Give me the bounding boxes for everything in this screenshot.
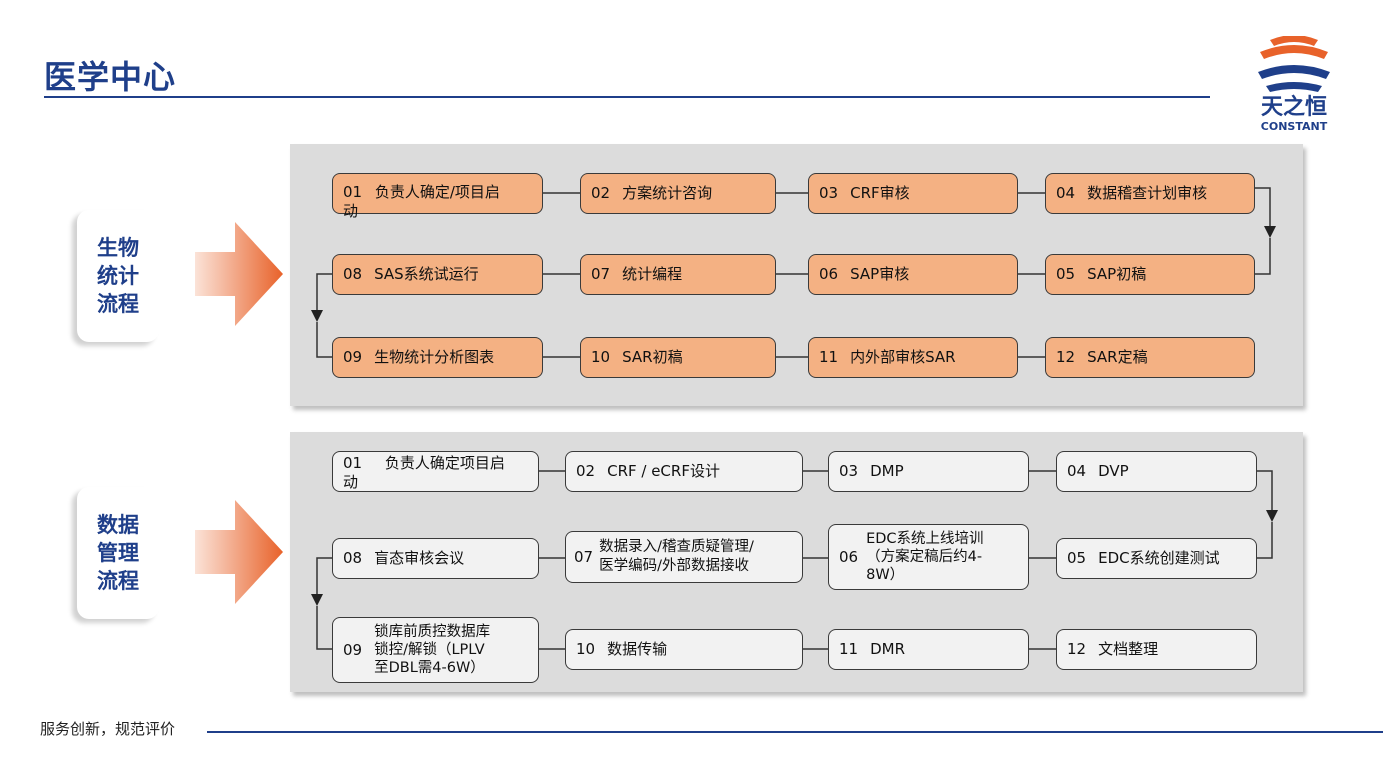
footer-slogan: 服务创新，规范评价	[40, 720, 176, 738]
logo-wordmark: 天之恒	[1260, 95, 1327, 120]
dm-step-04[interactable]: 04 DVP	[1056, 451, 1257, 492]
step-label: EDC系统上线培训 （方案定稿后约4- 8W）	[866, 531, 984, 583]
step-label: 负责人确定项目启 动	[343, 454, 505, 491]
step-number: 09	[343, 348, 363, 366]
biostat-step-10[interactable]: 10 SAR初稿	[580, 337, 776, 378]
step-number: 05	[1067, 549, 1087, 567]
step-label: 盲态审核会议	[374, 549, 465, 567]
step-number: 11	[819, 348, 839, 366]
biostat-arrow-icon	[195, 222, 283, 326]
data-mgmt-arrow-icon	[195, 500, 283, 604]
dm-step-08[interactable]: 08 盲态审核会议	[332, 538, 539, 579]
step-label: DVP	[1098, 462, 1129, 480]
step-label: SAP初稿	[1087, 265, 1147, 283]
step-label: 数据录入/稽查质疑管理/ 医学编码/外部数据接收	[599, 539, 754, 574]
step-number: 01	[343, 183, 363, 201]
step-number: 04	[1056, 184, 1076, 202]
data-mgmt-label: 数据 管理 流程	[97, 513, 139, 593]
biostat-step-12[interactable]: 12 SAR定稿	[1045, 337, 1255, 378]
step-label: 统计编程	[622, 265, 683, 283]
biostat-step-03[interactable]: 03 CRF审核	[808, 173, 1018, 214]
logo-subname: CONSTANT	[1260, 120, 1328, 133]
step-label: DMR	[870, 640, 906, 658]
step-label: 数据稽查计划审核	[1087, 184, 1208, 202]
step-label: 数据传输	[607, 640, 668, 658]
biostat-label: 生物 统计 流程	[97, 236, 139, 316]
biostat-step-08[interactable]: 08 SAS系统试运行	[332, 254, 543, 295]
step-number: 11	[839, 640, 859, 658]
step-number: 01	[343, 454, 363, 472]
dm-step-10[interactable]: 10 数据传输	[565, 629, 803, 670]
step-label: CRF审核	[850, 184, 910, 202]
step-number: 05	[1056, 265, 1076, 283]
step-number: 03	[819, 184, 839, 202]
dm-step-05[interactable]: 05 EDC系统创建测试	[1056, 538, 1257, 579]
dm-step-07[interactable]: 07 数据录入/稽查质疑管理/ 医学编码/外部数据接收	[565, 531, 803, 583]
step-label: EDC系统创建测试	[1098, 549, 1220, 567]
step-number: 07	[574, 547, 594, 566]
dm-step-01[interactable]: 01 负责人确定项目启 动	[332, 451, 539, 492]
step-label: 方案统计咨询	[622, 184, 713, 202]
step-number: 02	[591, 184, 611, 202]
step-label: CRF / eCRF设计	[607, 462, 720, 480]
step-number: 10	[591, 348, 611, 366]
step-label: SAP审核	[850, 265, 910, 283]
step-number: 12	[1067, 640, 1087, 658]
step-number: 09	[343, 640, 363, 659]
step-label: SAR定稿	[1087, 348, 1148, 366]
dm-step-06[interactable]: 06 EDC系统上线培训 （方案定稿后约4- 8W）	[828, 524, 1029, 590]
footer-divider	[207, 731, 1383, 733]
step-number: 12	[1056, 348, 1076, 366]
biostat-step-02[interactable]: 02 方案统计咨询	[580, 173, 776, 214]
step-number: 06	[819, 265, 839, 283]
step-label: SAS系统试运行	[374, 265, 479, 283]
biostat-step-01[interactable]: 01 负责人确定/项目启 动	[332, 173, 543, 220]
biostat-step-11[interactable]: 11 内外部审核SAR	[808, 337, 1018, 378]
biostat-step-09[interactable]: 09 生物统计分析图表	[332, 337, 543, 378]
step-number: 04	[1067, 462, 1087, 480]
step-number: 03	[839, 462, 859, 480]
biostat-step-04[interactable]: 04 数据稽查计划审核	[1045, 173, 1255, 214]
dm-step-02[interactable]: 02 CRF / eCRF设计	[565, 451, 803, 492]
step-label: 内外部审核SAR	[850, 348, 956, 366]
step-number: 10	[576, 640, 596, 658]
step-label: DMP	[870, 462, 904, 480]
step-label: 锁库前质控数据库 锁控/解锁（LPLV 至DBL需4-6W）	[374, 624, 491, 676]
title-divider	[44, 96, 1210, 98]
dm-step-12[interactable]: 12 文档整理	[1056, 629, 1257, 670]
dm-step-03[interactable]: 03 DMP	[828, 451, 1029, 492]
step-label: 负责人确定/项目启 动	[343, 183, 500, 220]
step-label: 文档整理	[1098, 640, 1159, 658]
step-number: 06	[839, 547, 859, 566]
biostat-label-card: 生物 统计 流程	[77, 210, 159, 342]
step-number: 07	[591, 265, 611, 283]
page-title: 医学中心	[44, 58, 177, 96]
biostat-step-07[interactable]: 07 统计编程	[580, 254, 776, 295]
company-logo: 天之恒 CONSTANT	[1252, 35, 1336, 136]
step-label: 生物统计分析图表	[374, 348, 495, 366]
step-number: 02	[576, 462, 596, 480]
biostat-step-05[interactable]: 05 SAP初稿	[1045, 254, 1255, 295]
biostat-step-06[interactable]: 06 SAP审核	[808, 254, 1018, 295]
step-number: 08	[343, 549, 363, 567]
step-number: 08	[343, 265, 363, 283]
dm-step-11[interactable]: 11 DMR	[828, 629, 1029, 670]
step-label: SAR初稿	[622, 348, 683, 366]
dm-step-09[interactable]: 09 锁库前质控数据库 锁控/解锁（LPLV 至DBL需4-6W）	[332, 617, 539, 683]
data-mgmt-label-card: 数据 管理 流程	[77, 487, 159, 619]
